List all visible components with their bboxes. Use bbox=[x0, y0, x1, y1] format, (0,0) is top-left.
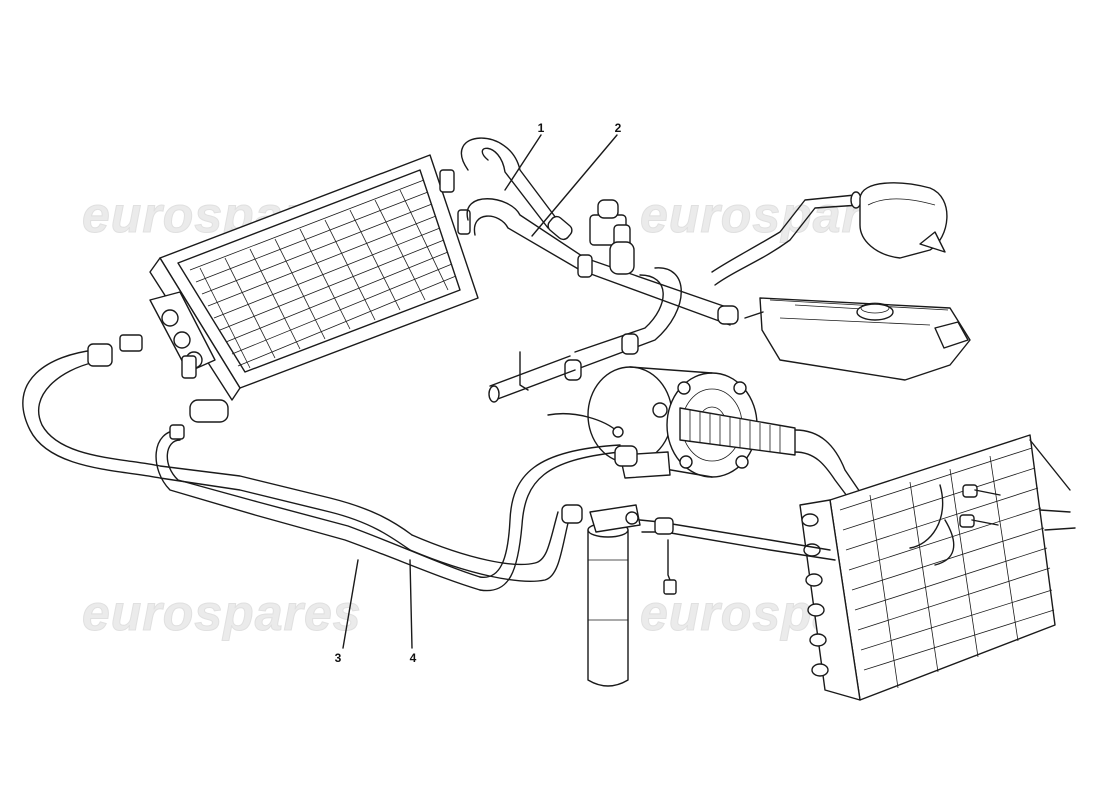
callout-2: 2 bbox=[615, 121, 622, 135]
watermark-bottom-left: eurospares bbox=[82, 585, 362, 641]
condenser bbox=[799, 434, 1076, 701]
receiver-dryer bbox=[587, 504, 836, 687]
callout-3: 3 bbox=[335, 651, 342, 665]
evaporator-unit bbox=[119, 154, 479, 423]
compressor bbox=[547, 366, 861, 501]
callout-1: 1 bbox=[538, 121, 545, 135]
callout-4: 4 bbox=[410, 651, 417, 665]
leader-lines bbox=[342, 134, 618, 649]
expansion-tank bbox=[711, 182, 971, 381]
ac-lines bbox=[22, 343, 638, 592]
heater-hoses bbox=[460, 137, 739, 403]
